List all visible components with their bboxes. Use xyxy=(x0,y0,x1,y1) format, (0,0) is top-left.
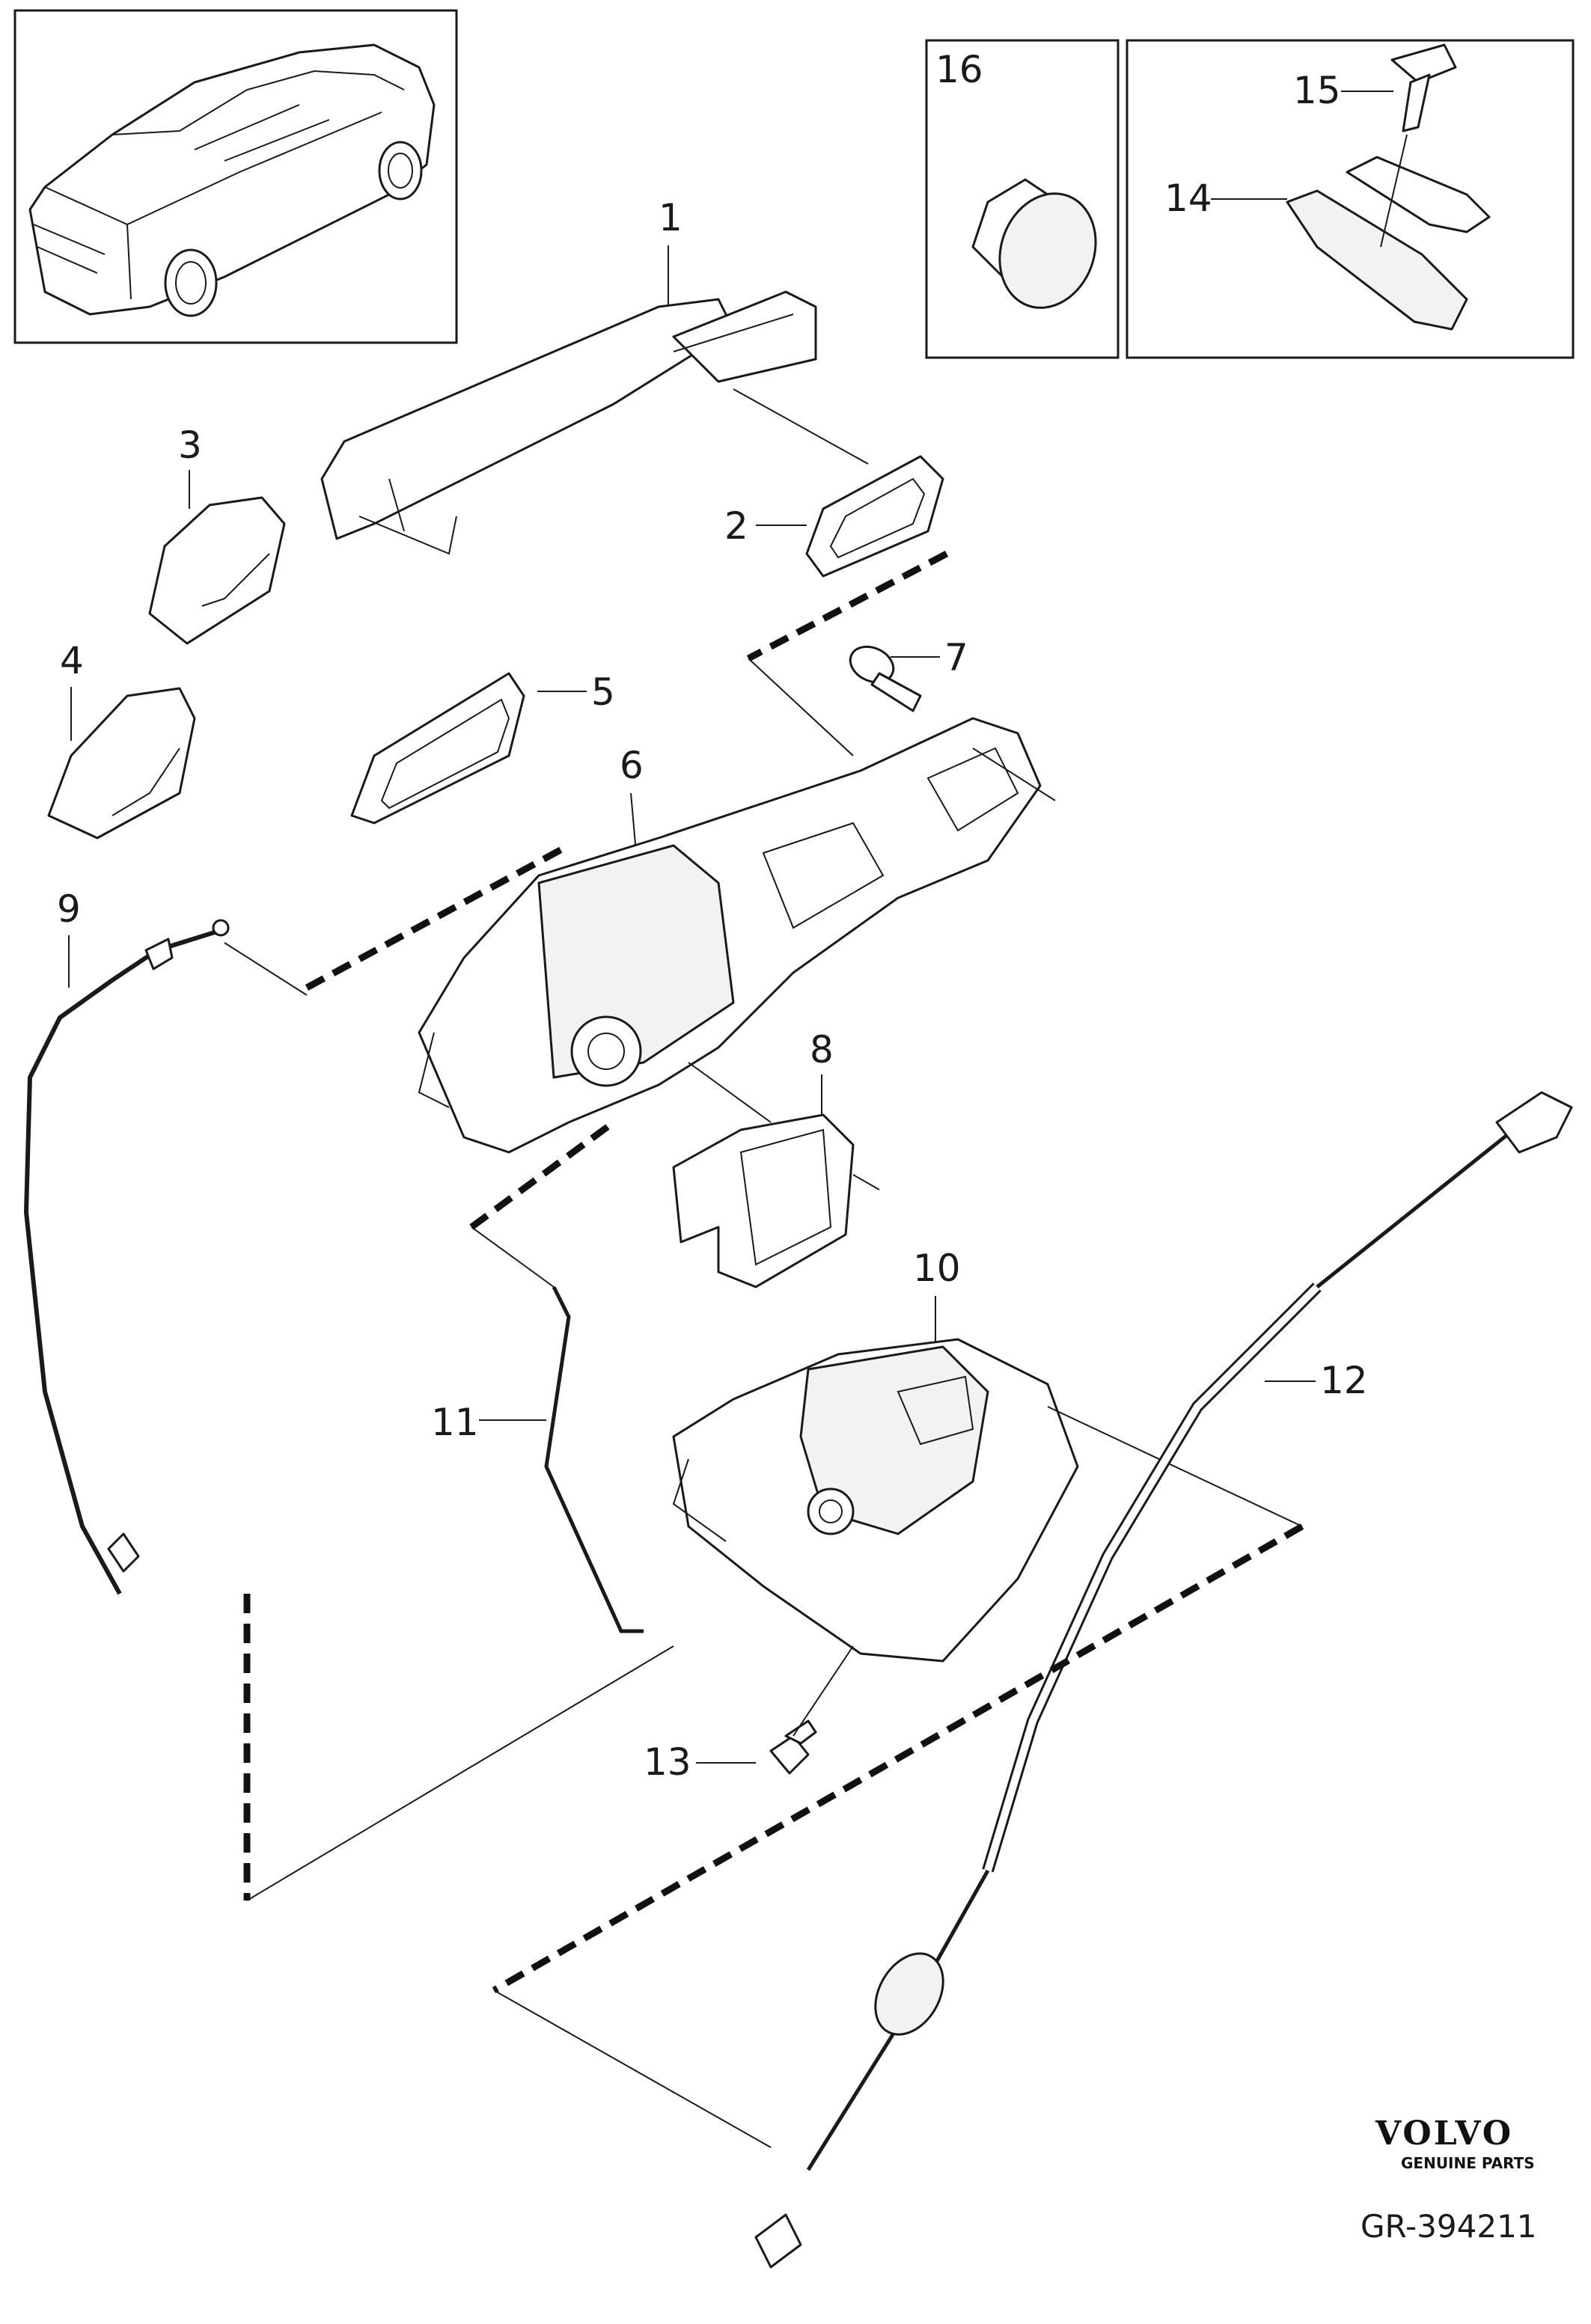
inset-box-16: 16 xyxy=(925,39,1120,359)
handle-bracket-part-6 xyxy=(418,717,1042,1154)
callout-7: 7 xyxy=(944,636,968,679)
callout-3: 3 xyxy=(178,423,202,467)
callout-12: 12 xyxy=(1320,1359,1368,1402)
link-rod-part-11 xyxy=(544,1285,644,1633)
end-cap-part-4 xyxy=(47,687,196,840)
outer-handle-part-1 xyxy=(320,290,817,555)
diagram-reference: GR-394211 xyxy=(1361,2208,1537,2245)
connector-dashes xyxy=(243,551,1304,1993)
inset-box-14-15: 15 14 xyxy=(1126,39,1575,359)
end-cap-part-3 xyxy=(148,496,286,645)
bolt-part-7 xyxy=(849,645,922,712)
gasket-part-5 xyxy=(350,672,525,825)
callout-10: 10 xyxy=(913,1247,961,1290)
door-lock-part-10 xyxy=(672,1338,1079,1663)
gasket-part-2 xyxy=(805,455,944,578)
cable-part-12 xyxy=(754,1091,1573,2269)
callout-9: 9 xyxy=(57,887,81,931)
cap-part-16 xyxy=(971,178,1097,309)
screw-part-15 xyxy=(1390,43,1457,132)
screw-part-13 xyxy=(769,1719,817,1775)
callout-1: 1 xyxy=(659,196,682,239)
volvo-logo: VOLVO GENUINE PARTS xyxy=(1375,2114,1535,2172)
callout-14: 14 xyxy=(1164,177,1212,220)
callout-15: 15 xyxy=(1293,69,1341,112)
actuator-part-8 xyxy=(672,1113,880,1288)
callout-11: 11 xyxy=(431,1401,479,1444)
callout-6: 6 xyxy=(620,744,644,787)
callout-4: 4 xyxy=(60,639,84,682)
brand-name: VOLVO xyxy=(1375,2114,1513,2153)
brand-tagline: GENUINE PARTS xyxy=(1401,2154,1535,2172)
vehicle-thumbnail xyxy=(13,9,458,344)
callout-13: 13 xyxy=(644,1740,691,1784)
cable-part-9 xyxy=(23,919,230,1595)
bracket-part-14 xyxy=(1286,134,1491,331)
callout-16: 16 xyxy=(935,48,983,91)
callout-2: 2 xyxy=(724,504,748,548)
callout-8: 8 xyxy=(810,1028,834,1071)
callout-5: 5 xyxy=(591,670,615,714)
